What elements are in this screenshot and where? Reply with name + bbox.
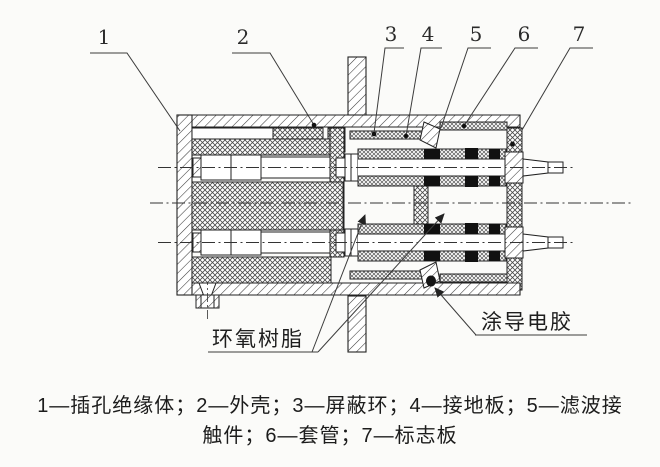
insulator-middle-block	[191, 181, 344, 231]
upper-filter-capacitor-blocks	[424, 148, 500, 187]
caption-line-1: 1—插孔绝缘体；2—外壳；3—屏蔽环；4—接地板；5—滤波接	[37, 395, 623, 417]
conductive-adhesive-annotation: 涂导电胶	[434, 287, 587, 336]
lower-filter-capacitor-blocks	[424, 223, 500, 262]
leader-line-3	[373, 47, 404, 134]
epoxy-leader-1	[311, 214, 366, 353]
shield-ring-strip-bottom	[349, 270, 429, 280]
leader-line-5	[440, 47, 491, 129]
callout-leaders	[90, 47, 593, 139]
shield-ring-and-ground-plate	[349, 121, 508, 289]
center-divider	[413, 183, 429, 229]
socket-insulator	[191, 127, 346, 284]
leader-line-1	[90, 52, 181, 132]
epoxy-resin-label: 环氧树脂	[212, 328, 304, 351]
connector-cross-section-figure: 1 2 3 4 5 6 7 环氧树脂 涂导电胶	[90, 22, 633, 353]
figure-caption: 1—插孔绝缘体；2—外壳；3—屏蔽环；4—接地板；5—滤波接 触件；6—套管；7…	[0, 391, 660, 451]
callout-number-2: 2	[237, 25, 250, 49]
leader-line-4	[405, 47, 442, 137]
shell-left-wall	[176, 114, 193, 296]
callout-number-5: 5	[470, 22, 483, 46]
insulator-upper-strip	[191, 138, 332, 156]
callout-number-4: 4	[422, 22, 435, 46]
filter-contacts	[335, 148, 564, 262]
conductive-adhesive-blob	[426, 275, 436, 287]
epoxy-leader-2	[317, 213, 445, 353]
insulator-liner	[191, 127, 274, 140]
plate-rivet-dot	[510, 141, 515, 147]
insulator-lower-strip	[191, 256, 332, 284]
leader-line-2	[232, 52, 315, 126]
callout-numbers: 1 2 3 4 5 6 7	[98, 22, 586, 49]
epoxy-resin-annotation: 环氧树脂	[208, 213, 445, 353]
sleeve-strip	[439, 121, 508, 131]
callout-number-7: 7	[573, 22, 586, 46]
conductive-adhesive-label: 涂导电胶	[481, 311, 573, 334]
centerlines	[150, 167, 633, 243]
shield-ring-strip	[349, 130, 429, 140]
callout-number-3: 3	[385, 22, 398, 46]
leader-end-dots	[311, 122, 467, 139]
sleeve-strip-bottom	[439, 273, 508, 283]
flange-top	[347, 56, 367, 116]
flange-bottom	[347, 295, 367, 353]
caption-line-2: 触件；6—套管；7—标志板	[202, 425, 458, 447]
mounting-flange	[347, 56, 367, 353]
callout-number-1: 1	[98, 25, 111, 49]
leader-line-6	[463, 47, 538, 127]
adhesive-leader	[434, 287, 477, 336]
shell-bottom-wall	[176, 282, 521, 296]
ground-plate-bend	[419, 121, 441, 149]
leader-line-7	[521, 47, 593, 131]
callout-number-6: 6	[518, 22, 531, 46]
